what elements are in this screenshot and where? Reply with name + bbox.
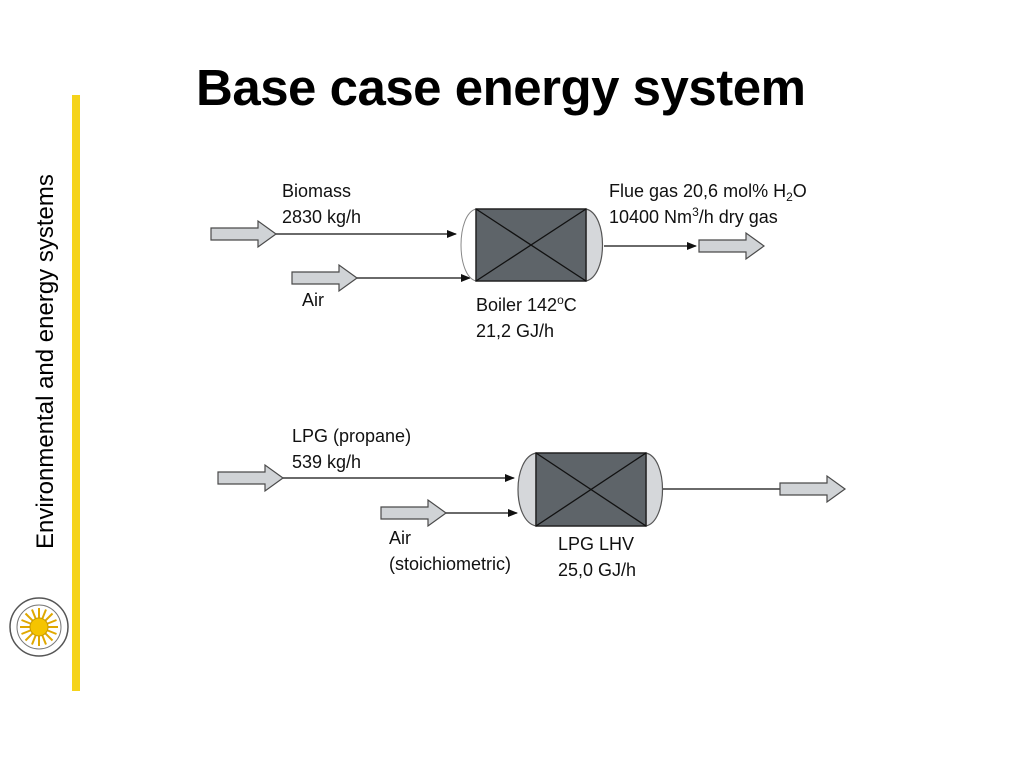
lpg-lhv-label: LPG LHV <box>558 534 634 554</box>
lpg-energy-label: 25,0 GJ/h <box>558 560 636 580</box>
flue-gas-outlet-arrow <box>698 231 766 261</box>
lpg-label: LPG (propane) <box>292 426 411 446</box>
slide-title: Base case energy system <box>196 59 806 116</box>
lpg-air-note: (stoichiometric) <box>389 554 511 574</box>
flue-gas-label: Flue gas 20,6 mol% H2O <box>609 181 807 204</box>
biomass-inlet-arrow <box>210 219 278 249</box>
boiler-energy-label: 21,2 GJ/h <box>476 321 554 341</box>
boiler-vessel <box>460 208 603 282</box>
biomass-label: Biomass <box>282 181 351 201</box>
boiler-air-label: Air <box>302 290 324 310</box>
lpg-air-inlet-arrow <box>380 498 448 528</box>
lpg-air-label: Air <box>389 528 411 548</box>
lpg-combustor-vessel <box>517 452 663 527</box>
lpg-inlet-arrow <box>217 463 285 493</box>
boiler-temperature-label: Boiler 142oC <box>476 293 577 315</box>
biomass-flow-label: 2830 kg/h <box>282 207 361 227</box>
university-logo-icon <box>9 597 69 657</box>
boiler-air-inlet-arrow <box>291 263 359 293</box>
lpg-flow-label: 539 kg/h <box>292 452 361 472</box>
accent-bar <box>72 95 80 691</box>
lpg-outlet-arrow <box>779 474 847 504</box>
flue-gas-flow-label: 10400 Nm3/h dry gas <box>609 205 778 227</box>
